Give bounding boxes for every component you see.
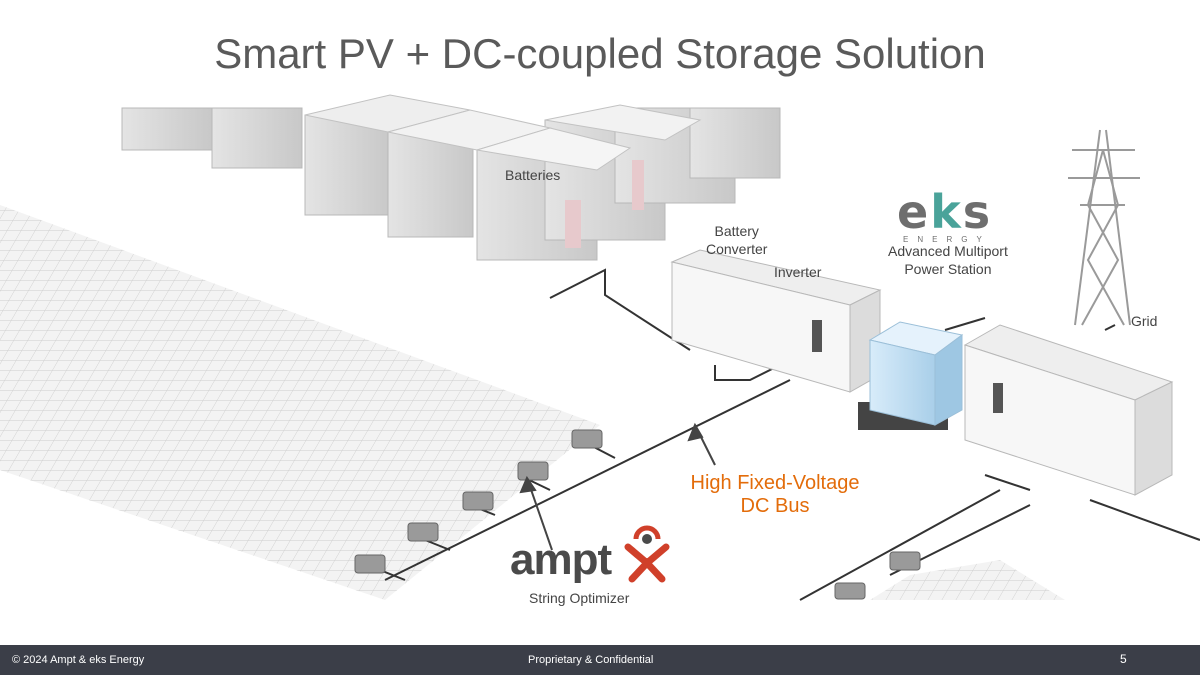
callout-arrows	[519, 422, 716, 551]
page-number: 5	[1120, 652, 1127, 666]
label-battery-converter: Battery Converter	[706, 223, 768, 257]
transformer	[858, 321, 964, 430]
eks-power-station	[963, 324, 1174, 496]
eks-logo-subtext: ENERGY	[903, 235, 991, 244]
ampt-figure-icon	[624, 525, 670, 583]
eks-energy-logo: eks ENERGY	[897, 185, 1017, 244]
label-inverter: Inverter	[774, 264, 822, 280]
battery-containers	[121, 94, 781, 261]
ampt-logo-word: ampt	[510, 535, 612, 584]
label-batteries: Batteries	[505, 167, 561, 183]
eks-logo-word: eks	[897, 185, 993, 239]
label-eks-caption: Advanced Multiport Power Station	[888, 243, 1008, 277]
string-optimizers	[354, 429, 921, 600]
slide-title: Smart PV + DC-coupled Storage Solution	[214, 30, 986, 77]
grid-transmission-tower	[1068, 129, 1140, 326]
pv-array-field	[0, 205, 1065, 600]
label-dc-bus: High Fixed-Voltage DC Bus	[690, 472, 860, 517]
footer-bar: © 2024 Ampt & eks Energy Proprietary & C…	[0, 645, 1200, 675]
footer-confidential: Proprietary & Confidential	[528, 654, 654, 666]
footer-copyright: © 2024 Ampt & eks Energy	[12, 654, 145, 666]
label-grid: Grid	[1131, 313, 1158, 329]
label-string-optimizer: String Optimizer	[529, 590, 630, 606]
